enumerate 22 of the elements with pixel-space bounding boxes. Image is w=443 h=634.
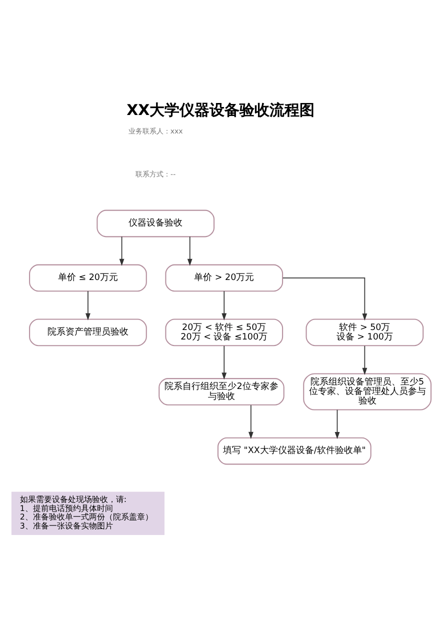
arrow [248,404,254,438]
node-box: 20万 < 软件 ≤ 50万 20万 < 设备 ≤100万 [165,318,284,346]
arrow [86,290,90,320]
arrow [222,290,227,320]
node-box: 院系资产管理员验收 [29,318,147,346]
node-box: 仪器设备验收 [96,209,215,237]
label: 业务联系人：xxx [128,126,183,135]
node-box: 院系自行组织至少2位专家参与验收 [158,378,284,405]
node-box: 单价 ≤ 20万元 [29,264,147,292]
arrow [282,277,368,320]
arrow [362,344,368,374]
arrow [187,236,192,266]
arrow [334,408,340,439]
node-box: 如果需要设备处现场验收，请: 1、提前电话预约具体时间 2、准备验收单一式两份（院系盖章） 3、准备一张设备实物图片 [11,491,164,535]
node-box: 填写 "XX大学仪器设备/软件验收单" [217,436,372,464]
label: 联系方式：-- [136,168,176,178]
node-box: 单价 > 20万元 [165,264,284,292]
arrow [119,236,124,266]
diagram-title: XX大学仪器设备验收流程图 [126,100,315,119]
node-box: 软件 > 50万 设备 > 100万 [306,318,424,346]
arrow [222,344,227,380]
node-box: 院系组织设备管理员、至少5位专家、设备管理处人员参与验收 [303,372,432,410]
